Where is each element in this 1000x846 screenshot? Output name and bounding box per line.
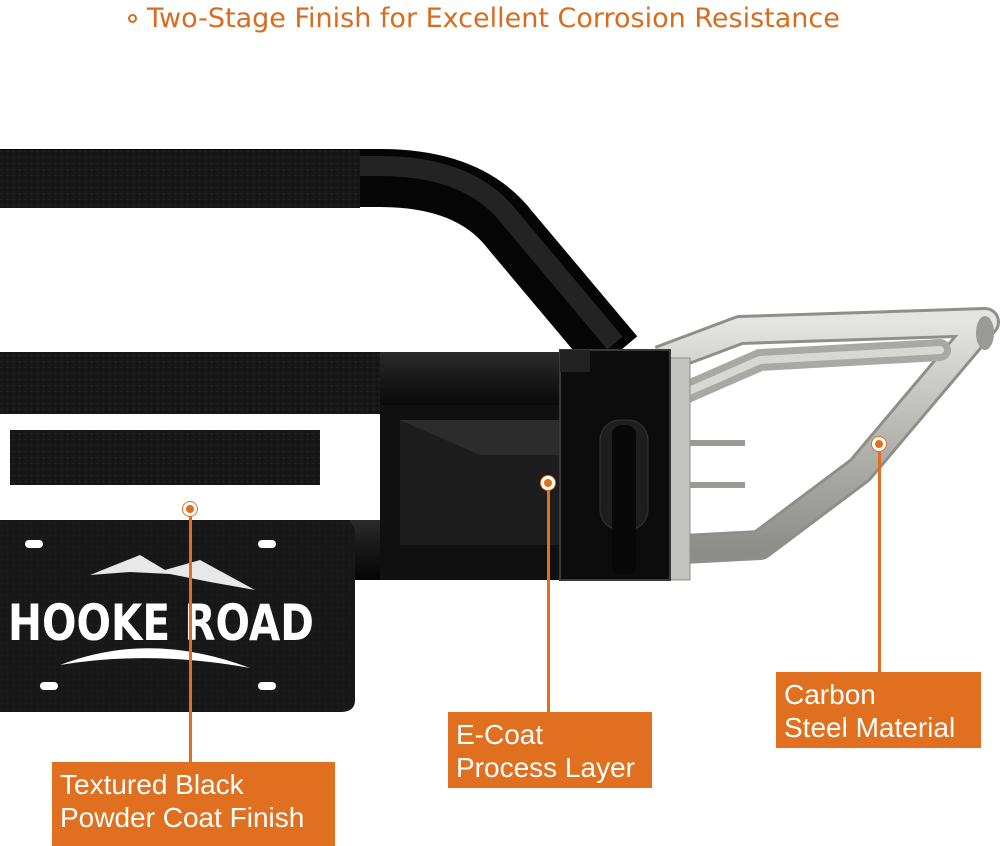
ring-bullet-icon	[128, 13, 137, 23]
ecoat-marker	[541, 476, 555, 490]
ecoat-line1: E-Coat	[456, 719, 544, 750]
top-hoop-tube	[0, 149, 638, 374]
ecoat-leader	[547, 490, 550, 712]
carbon-steel-line2: Steel Material	[784, 712, 956, 743]
carbon-steel-line1: Carbon	[784, 679, 876, 710]
carbon-steel-marker	[872, 437, 886, 451]
ecoat-callout: E-Coat Process Layer	[448, 712, 652, 788]
steel-stinger	[654, 307, 1000, 581]
carbon-steel-callout: Carbon Steel Material	[776, 672, 981, 748]
powder-coat-line1: Textured Black	[60, 769, 244, 800]
license-plate: HOOKE ROAD	[0, 520, 355, 712]
powder-coat-leader	[189, 516, 192, 762]
ecoat-line2: Process Layer	[456, 752, 635, 783]
plate-brand-text: HOOKE ROAD	[8, 594, 314, 652]
powder-coat-marker	[183, 502, 197, 516]
powder-coat-line2: Powder Coat Finish	[60, 802, 305, 833]
headline: Two-Stage Finish for Excellent Corrosion…	[128, 0, 840, 36]
carbon-steel-leader	[878, 450, 881, 673]
headline-text: Two-Stage Finish for Excellent Corrosion…	[147, 2, 840, 34]
powder-coat-callout: Textured Black Powder Coat Finish	[52, 762, 335, 846]
